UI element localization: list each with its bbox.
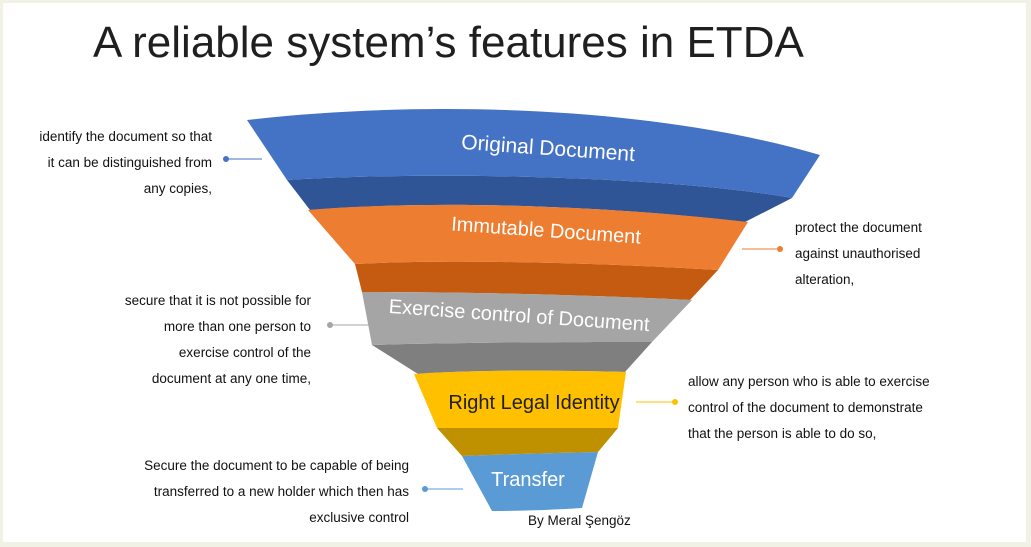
- band-right-legal-identity: [414, 370, 626, 428]
- band-connector-4: [437, 428, 618, 456]
- leader-dot-1: [223, 156, 229, 162]
- band-immutable-document: [308, 204, 748, 270]
- author-credit: By Meral Şengöz: [528, 513, 631, 528]
- description-right-legal-identity: allow any person who is able to exercise…: [688, 374, 930, 441]
- slide-title: A reliable system’s features in ETDA: [93, 18, 804, 67]
- band-connector-3: [372, 342, 652, 374]
- leader-dot-3: [327, 322, 333, 328]
- description-original-document: identify the document so that it can be …: [39, 129, 212, 196]
- stage-label-transfer: Transfer: [491, 469, 565, 491]
- leader-dot-5: [422, 486, 428, 492]
- description-exercise-control: secure that it is not possible for more …: [124, 293, 311, 386]
- band-connector-1: [287, 175, 792, 222]
- stage-label-right-legal-identity: Right Legal Identity: [448, 392, 619, 414]
- description-transfer: Secure the document to be capable of bei…: [144, 458, 409, 525]
- band-connector-2: [355, 261, 718, 300]
- band-original-document: [247, 109, 820, 198]
- band-transfer: [462, 452, 598, 511]
- description-immutable-document: protect the document against unauthorise…: [795, 220, 922, 287]
- leader-dot-4: [672, 399, 678, 405]
- band-exercise-control: [362, 292, 692, 345]
- leader-dot-2: [777, 246, 783, 252]
